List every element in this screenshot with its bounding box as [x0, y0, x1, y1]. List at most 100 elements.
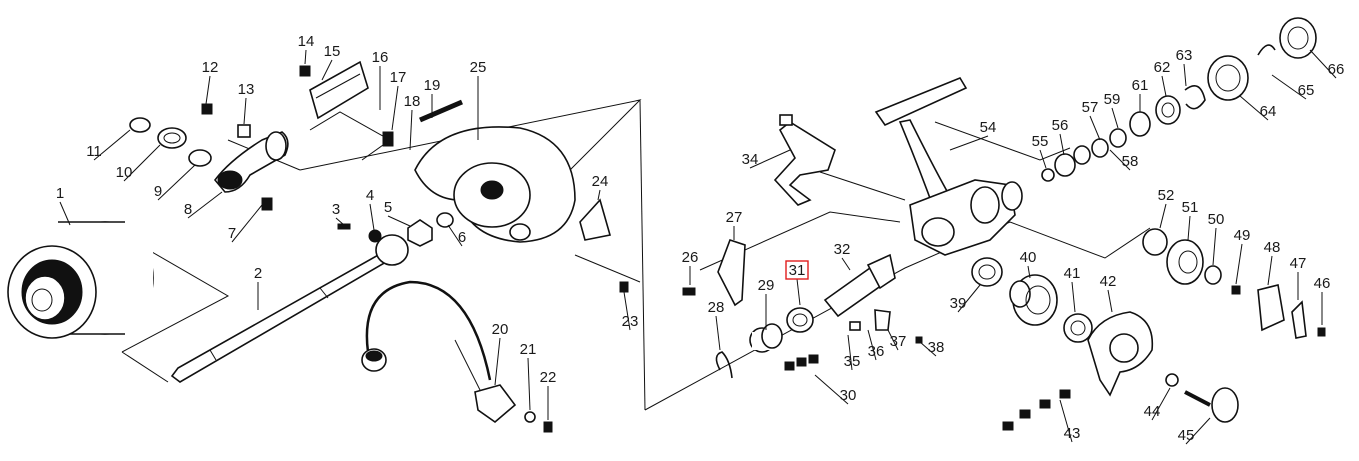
leader-line-39 — [957, 284, 981, 313]
leader-line-35 — [847, 334, 853, 371]
leader-line-24 — [597, 189, 601, 201]
leader-line-20 — [494, 337, 501, 386]
leader-line-17 — [391, 85, 399, 131]
leader-line-32 — [841, 257, 851, 271]
leader-line-45 — [1185, 417, 1211, 445]
leader-line-6 — [447, 224, 463, 247]
leader-line-43 — [1059, 399, 1073, 443]
highlight-box — [785, 260, 809, 280]
part-label-25: 25 — [470, 59, 487, 76]
part-label-28: 28 — [708, 299, 725, 316]
leader-line-44 — [1151, 387, 1171, 421]
part-label-3: 3 — [332, 201, 340, 218]
leader-line-55 — [1039, 149, 1047, 169]
leader-line-36 — [867, 329, 877, 361]
part-label-62: 62 — [1154, 59, 1171, 76]
leader-line-64 — [1239, 95, 1269, 121]
leader-line-59 — [1111, 107, 1119, 129]
part-label-63: 63 — [1176, 47, 1193, 64]
part-label-12: 12 — [202, 59, 219, 76]
part-label-29: 29 — [758, 277, 775, 294]
part-label-1: 1 — [56, 185, 64, 202]
leader-line-21 — [527, 357, 531, 411]
leader-line-56 — [1059, 133, 1065, 156]
leader-line-9 — [157, 164, 196, 201]
leader-line-66 — [1309, 49, 1337, 79]
spool-part — [7, 221, 154, 339]
leader-line-40 — [1027, 265, 1031, 279]
part-label-2: 2 — [254, 265, 262, 282]
leader-line-34 — [749, 149, 791, 169]
part-label-44: 44 — [1144, 403, 1161, 420]
leader-line-5 — [387, 215, 411, 227]
leader-line-52 — [1159, 203, 1167, 229]
leader-lines — [59, 49, 1337, 445]
part-label-27: 27 — [726, 209, 743, 226]
leader-line-23 — [623, 291, 631, 331]
leader-line-13 — [243, 97, 247, 125]
part-label-31: 31 — [789, 262, 806, 279]
part-label-54: 54 — [980, 119, 997, 136]
part-label-19: 19 — [424, 77, 441, 94]
part-label-35: 35 — [844, 353, 861, 370]
part-label-41: 41 — [1064, 265, 1081, 282]
part-label-66: 66 — [1328, 61, 1345, 78]
body-parts — [682, 17, 1326, 431]
leader-line-31 — [796, 278, 801, 306]
part-label-42: 42 — [1100, 273, 1117, 290]
part-label-7: 7 — [228, 225, 236, 242]
part-label-55: 55 — [1032, 133, 1049, 150]
leader-line-28 — [715, 315, 721, 351]
part-label-57: 57 — [1082, 99, 1099, 116]
leader-line-54 — [949, 135, 989, 151]
leader-line-41 — [1071, 281, 1076, 313]
part-label-36: 36 — [868, 343, 885, 360]
leader-line-30 — [814, 374, 849, 405]
part-label-45: 45 — [1178, 427, 1195, 444]
part-label-14: 14 — [298, 33, 315, 50]
part-label-30: 30 — [840, 387, 857, 404]
leader-line-10 — [123, 144, 161, 182]
part-label-15: 15 — [324, 43, 341, 60]
part-label-48: 48 — [1264, 239, 1281, 256]
leader-line-42 — [1107, 289, 1113, 313]
part-label-21: 21 — [520, 341, 537, 358]
leader-line-38 — [919, 341, 937, 357]
part-label-16: 16 — [372, 49, 389, 66]
part-label-56: 56 — [1052, 117, 1069, 134]
main-shaft-part — [170, 252, 388, 383]
leader-line-11 — [93, 129, 131, 161]
bail-arm-parts — [129, 60, 629, 433]
part-label-5: 5 — [384, 199, 392, 216]
part-label-10: 10 — [116, 164, 133, 181]
leader-line-65 — [1271, 74, 1307, 100]
leader-line-50 — [1212, 227, 1217, 266]
part-label-18: 18 — [404, 93, 421, 110]
leader-line-62 — [1161, 75, 1167, 97]
part-label-37: 37 — [890, 333, 907, 350]
part-label-51: 51 — [1182, 199, 1199, 216]
part-label-40: 40 — [1020, 249, 1037, 266]
part-label-58: 58 — [1122, 153, 1139, 170]
part-label-24: 24 — [592, 173, 609, 190]
part-label-34: 34 — [742, 151, 759, 168]
part-label-13: 13 — [238, 81, 255, 98]
part-label-17: 17 — [390, 69, 407, 86]
leader-line-58 — [1109, 149, 1131, 171]
leader-line-14 — [304, 49, 307, 65]
part-label-22: 22 — [540, 369, 557, 386]
part-label-23: 23 — [622, 313, 639, 330]
leader-line-51 — [1187, 215, 1191, 241]
part-label-46: 46 — [1314, 275, 1331, 292]
part-label-6: 6 — [458, 229, 466, 246]
part-label-39: 39 — [950, 295, 967, 312]
part-label-9: 9 — [154, 183, 162, 200]
leader-line-1 — [59, 201, 71, 226]
leader-line-57 — [1089, 115, 1101, 141]
part-label-26: 26 — [682, 249, 699, 266]
leader-line-37 — [887, 329, 899, 351]
part-label-8: 8 — [184, 201, 192, 218]
